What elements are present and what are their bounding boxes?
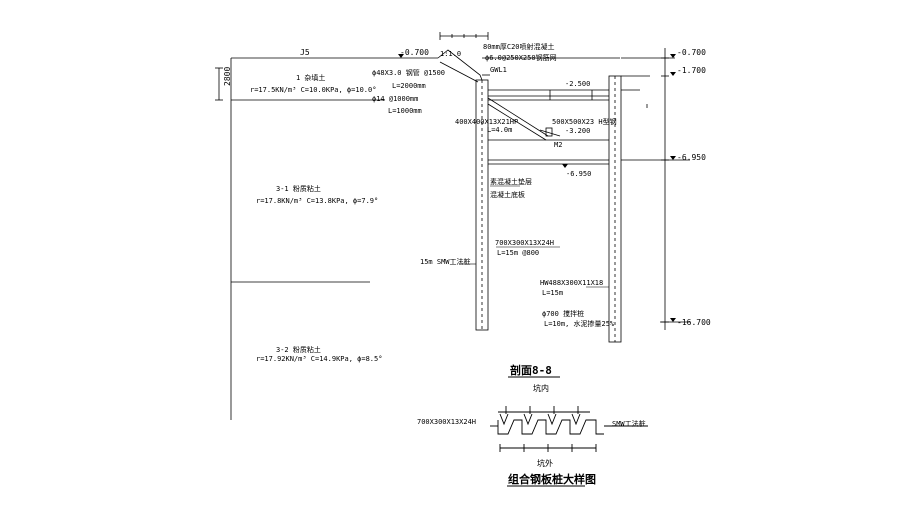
elev-top: -0.700 [400, 48, 429, 57]
combined-pile-detail [490, 406, 648, 452]
detail-bottom-label: 坑外 [537, 458, 553, 468]
waler-spec: 400X400X13X21HP [455, 118, 518, 126]
smw-note: 15m SMW工法桩 [420, 257, 471, 266]
shotcrete-note: 80mm厚C20喷射混凝土 [483, 42, 555, 51]
seal-note-1: 素混凝土垫层 [490, 177, 532, 186]
mix-pile: ϕ700 搅拌桩 [542, 309, 584, 318]
hw-spec: HW488X300X11X18 [540, 279, 603, 287]
nail-length: L=2000mm [392, 82, 426, 90]
detail-left-label: 700X300X13X24H [417, 418, 476, 426]
gwl-label: GWL1 [490, 66, 507, 74]
waler-length: L=4.0m [487, 126, 512, 134]
detail-right-label: SMW工法桩 [612, 419, 646, 428]
section-structure [395, 32, 690, 343]
small-pile-length: L=1000mm [388, 107, 422, 115]
elev-top-right: -0.700 [677, 48, 706, 57]
pile-length: L=15m @800 [497, 249, 539, 257]
elev-second: -1.700 [677, 66, 706, 75]
strut-spec: 500X500X23 H型钢 [552, 117, 617, 126]
pile-spec: 700X300X13X24H [495, 239, 554, 247]
top-left-label: J5 [300, 48, 310, 57]
soil-profile [215, 57, 395, 420]
hw-length: L=15m [542, 289, 563, 297]
elev-bottom: -16.700 [677, 318, 711, 327]
mesh-note: ϕ6.0@250X250钢筋网 [485, 53, 557, 62]
elevation-marks [398, 54, 676, 322]
slope-ratio: 1:1.0 [440, 50, 461, 58]
m2-label: M2 [554, 141, 562, 149]
layer-1-params: r=17.5KN/m³ C=10.0KPa, ϕ=10.0° [250, 86, 376, 94]
seal-note-2: 混凝土底板 [490, 190, 525, 199]
mix-pile-length: L=10m, 水泥掺量25% [544, 319, 615, 328]
layer-1-title: 1 杂填土 [296, 73, 325, 82]
detail-title: 组合钢板桩大样图 [508, 472, 596, 486]
elev-excavation-right: -6.950 [677, 153, 706, 162]
small-pile: ϕ14 @1000mm [372, 95, 418, 103]
elev-excavation: -6.950 [566, 170, 591, 178]
layer-3-params: r=17.92KN/m³ C=14.9KPa, ϕ=8.5° [256, 355, 382, 363]
strut-elev: -3.200 [565, 127, 590, 135]
height-dim: 2800 [223, 67, 232, 86]
nail-spec: ϕ48X3.0 钢管 @1500 [372, 68, 445, 77]
leader-lines [460, 185, 609, 288]
detail-top-label: 坑内 [533, 383, 549, 393]
layer-3-title: 3-2 粉质粘土 [276, 345, 321, 354]
elev-strut: -2.500 [565, 80, 590, 88]
layer-2-params: r=17.8KN/m³ C=13.8KPa, ϕ=7.9° [256, 197, 378, 205]
layer-2-title: 3-1 粉质粘土 [276, 184, 321, 193]
section-title: 剖面8-8 [510, 363, 552, 377]
